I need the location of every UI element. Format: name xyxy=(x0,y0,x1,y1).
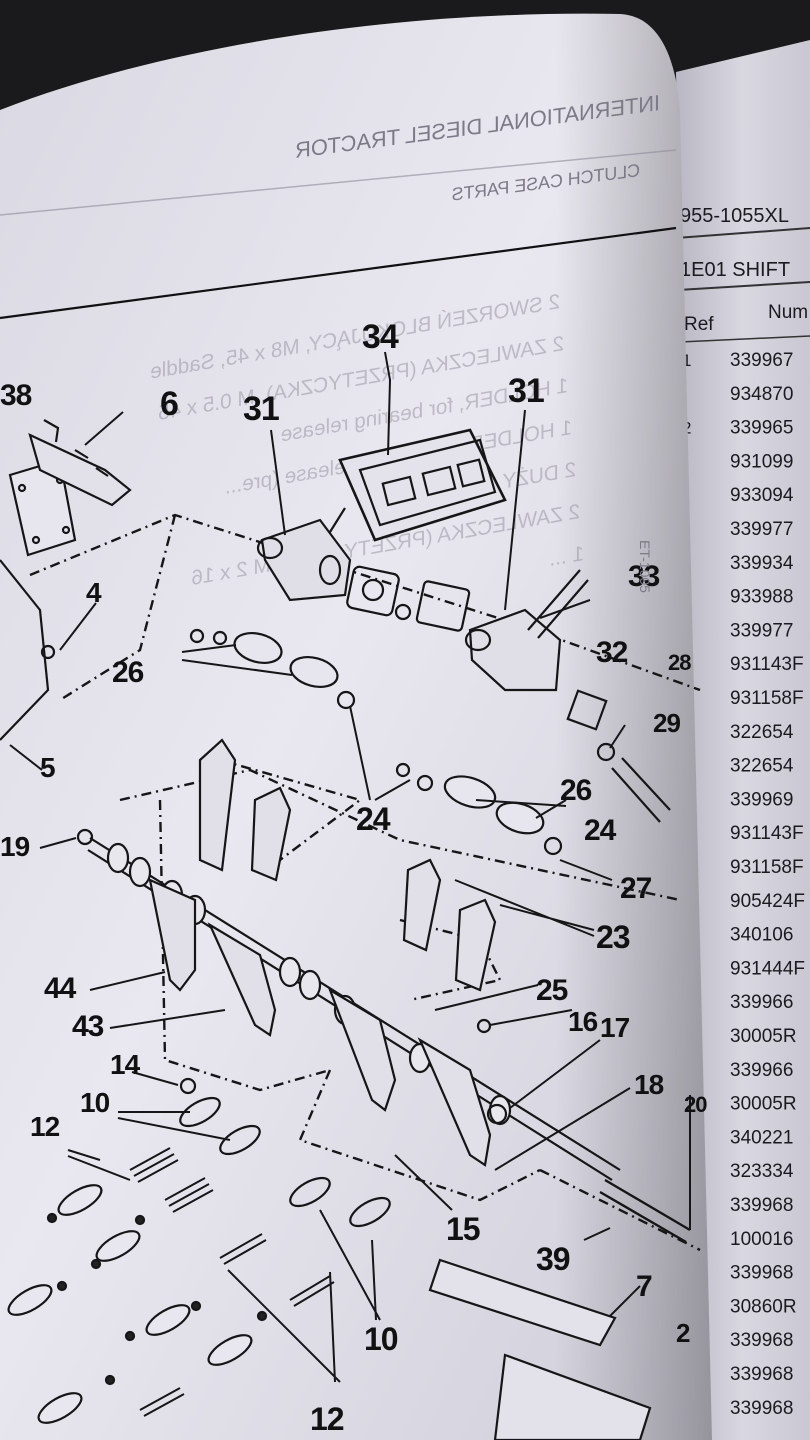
part-number: 322654 xyxy=(730,722,794,743)
callout-31b: 31 xyxy=(508,372,544,410)
callout-20: 20 xyxy=(684,1092,707,1117)
part-number: 100016 xyxy=(730,1229,793,1250)
callout-29: 29 xyxy=(653,708,680,738)
callout-19: 19 xyxy=(0,831,30,862)
part-number: 905424F xyxy=(730,891,805,912)
side-code: ET-1005 xyxy=(637,540,653,593)
part-number: 339968 xyxy=(730,1398,793,1419)
callout-24a: 24 xyxy=(356,801,391,837)
callout-6: 6 xyxy=(160,385,178,423)
callout-43: 43 xyxy=(72,1010,104,1043)
part-number: 339966 xyxy=(730,992,793,1013)
part-number: 339968 xyxy=(730,1195,793,1216)
callout-26b: 26 xyxy=(560,774,592,807)
ref-number: 1 xyxy=(682,351,691,370)
part-number: 339968 xyxy=(730,1364,793,1385)
callout-16: 16 xyxy=(568,1006,598,1037)
part-number: 931143F xyxy=(730,654,804,675)
callout-10b: 10 xyxy=(364,1321,398,1357)
callout-15: 15 xyxy=(446,1211,480,1247)
callout-17: 17 xyxy=(600,1012,630,1043)
part-number: 339969 xyxy=(730,789,793,810)
callout-27: 27 xyxy=(620,872,652,905)
callout-14: 14 xyxy=(110,1049,141,1080)
callout-4: 4 xyxy=(86,577,102,608)
part-number: 339967 xyxy=(730,350,793,371)
callout-18: 18 xyxy=(634,1069,664,1100)
callout-12b: 12 xyxy=(310,1401,344,1437)
part-number: 931444F xyxy=(730,958,805,979)
part-number: 339977 xyxy=(730,519,793,540)
part-number: 323334 xyxy=(730,1161,794,1182)
callout-34: 34 xyxy=(362,318,399,356)
part-number: 30005R xyxy=(730,1026,797,1047)
part-number: 931158F xyxy=(730,688,804,709)
part-number: 931158F xyxy=(730,857,804,878)
callout-10a: 10 xyxy=(80,1087,110,1118)
col-num: Num xyxy=(768,302,808,323)
callout-26a: 26 xyxy=(112,656,144,689)
callout-44: 44 xyxy=(44,972,77,1005)
part-number: 340221 xyxy=(730,1127,793,1148)
callout-28: 28 xyxy=(668,650,691,675)
model-title: 955-1055XL xyxy=(680,205,789,227)
callout-7: 7 xyxy=(636,1270,652,1303)
part-number: 339977 xyxy=(730,620,793,641)
exploded-diagram xyxy=(0,351,701,1440)
part-number: 339966 xyxy=(730,1060,793,1081)
part-number: 339934 xyxy=(730,553,794,574)
part-number: 933988 xyxy=(730,587,793,608)
callout-12a: 12 xyxy=(30,1111,60,1142)
callout-2: 2 xyxy=(676,1318,690,1348)
part-number: 931099 xyxy=(730,451,793,472)
col-ref: Ref xyxy=(684,314,714,335)
part-number: 30005R xyxy=(730,1094,797,1115)
parts-table: 3399671934870339965293109993309433997733… xyxy=(682,350,805,1419)
part-number: 30860R xyxy=(730,1296,797,1317)
part-number: 933094 xyxy=(730,485,794,506)
part-number: 322654 xyxy=(730,756,794,777)
part-number: 340106 xyxy=(730,925,793,946)
callout-5: 5 xyxy=(40,752,55,783)
callout-24b: 24 xyxy=(584,814,617,847)
part-number: 931143F xyxy=(730,823,804,844)
section-title: 1E01 SHIFT xyxy=(680,259,790,281)
callout-39: 39 xyxy=(536,1241,570,1277)
callout-23: 23 xyxy=(596,919,630,955)
callout-31a: 31 xyxy=(243,390,279,428)
part-number: 934870 xyxy=(730,384,793,405)
callout-38: 38 xyxy=(0,379,32,412)
part-number: 339968 xyxy=(730,1330,793,1351)
part-number: 339968 xyxy=(730,1263,793,1284)
part-number: 339965 xyxy=(730,418,793,439)
callout-33: 33 xyxy=(628,560,660,593)
callout-32: 32 xyxy=(596,636,628,669)
callout-25: 25 xyxy=(536,974,568,1007)
